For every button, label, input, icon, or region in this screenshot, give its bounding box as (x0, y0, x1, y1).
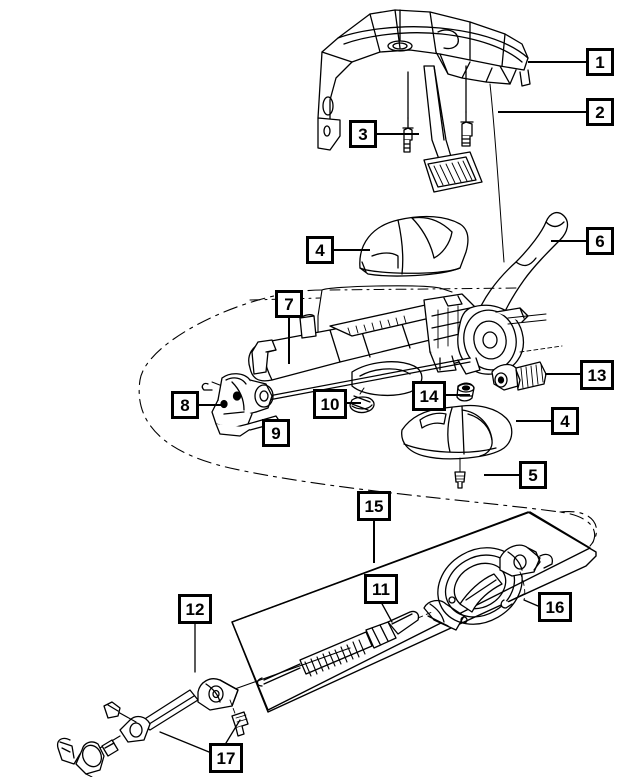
leader-line-7 (288, 318, 290, 364)
leader-17a (225, 719, 241, 744)
leader-line-13 (545, 373, 580, 375)
assembly-boundary (138, 289, 597, 547)
callout-9[interactable]: 9 (262, 419, 290, 447)
shroud-grommet (456, 382, 475, 402)
steering-column-assembly (201, 285, 563, 407)
callout-1[interactable]: 1 (586, 48, 614, 76)
callout-12[interactable]: 12 (178, 594, 212, 624)
callout-6[interactable]: 6 (586, 227, 614, 255)
leader-11 (380, 601, 393, 623)
leader-line-2 (498, 111, 586, 113)
leader-line-14 (446, 394, 470, 396)
leader-17b (159, 731, 210, 753)
leader-line-1 (528, 61, 586, 63)
leader-line-8 (199, 404, 225, 406)
callout-5[interactable]: 5 (519, 461, 547, 489)
angled-leaders (159, 599, 539, 753)
callout-13[interactable]: 13 (580, 360, 614, 390)
callout-16[interactable]: 16 (538, 592, 572, 622)
instrument-panel-support (317, 9, 531, 151)
leader-line-4a (334, 249, 370, 251)
column-retaining-nut (349, 387, 375, 414)
detail-box-outline (231, 511, 591, 711)
callout-17[interactable]: 17 (209, 743, 243, 773)
upper-shroud-cover (359, 215, 469, 277)
steering-gear-coupling (437, 544, 554, 625)
callout-3[interactable]: 3 (349, 120, 377, 148)
callout-4a[interactable]: 4 (306, 236, 334, 264)
leader-line-10 (347, 402, 361, 404)
accelerator-pedal (423, 65, 505, 263)
callout-2[interactable]: 2 (586, 98, 614, 126)
multi-function-lever (475, 211, 569, 327)
lower-shroud-cover (401, 404, 513, 460)
leader-line-6 (551, 240, 586, 242)
shroud-screw (454, 457, 466, 489)
intermediate-shaft-boot (256, 599, 465, 687)
leader-16 (523, 599, 539, 607)
callout-10[interactable]: 10 (313, 389, 347, 419)
leader-line-3 (377, 133, 419, 135)
callout-4b[interactable]: 4 (551, 407, 579, 435)
callout-7[interactable]: 7 (275, 290, 303, 318)
callout-11[interactable]: 11 (364, 574, 398, 604)
leader-line-5 (484, 474, 519, 476)
callout-15[interactable]: 15 (357, 491, 391, 521)
callout-14[interactable]: 14 (412, 381, 446, 411)
callout-8[interactable]: 8 (171, 391, 199, 419)
leader-line-15 (373, 521, 375, 563)
leader-line-4b (516, 420, 551, 422)
ignition-key-switch (491, 361, 547, 391)
